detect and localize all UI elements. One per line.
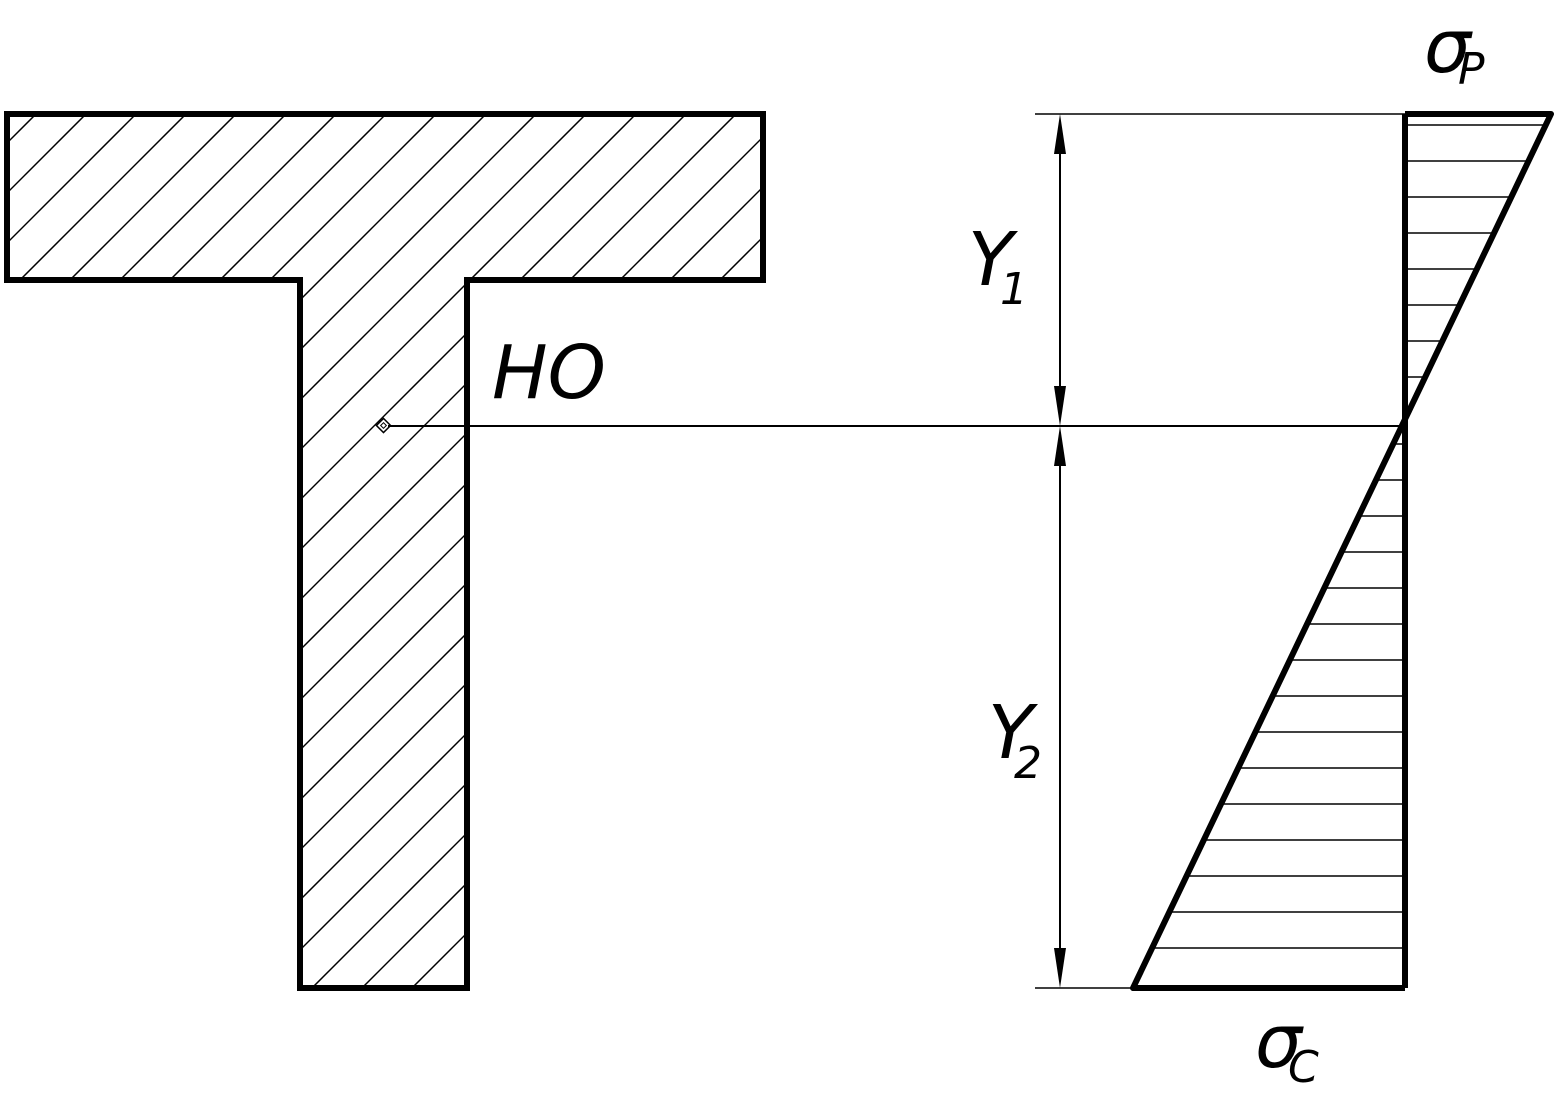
hatch-line xyxy=(7,114,763,988)
stress-distribution xyxy=(1130,111,1554,991)
y2-arrow-bottom xyxy=(1054,948,1066,988)
hatch-line xyxy=(699,114,763,988)
y1-subscript: 1 xyxy=(1000,264,1028,315)
hatch-line xyxy=(7,114,201,988)
hatch-line xyxy=(7,114,751,988)
hatch-line xyxy=(199,114,763,988)
y1-label: Y xyxy=(968,217,1019,303)
hatch-line xyxy=(7,114,763,988)
t-section-outline xyxy=(4,111,766,991)
hatch-line xyxy=(7,114,763,988)
hatch-line xyxy=(7,114,401,988)
hatch-line xyxy=(349,114,763,988)
y1-arrow-top xyxy=(1054,114,1066,154)
hatch-line xyxy=(599,114,763,988)
neutral-axis-label: НО xyxy=(492,330,606,416)
hatch-line xyxy=(649,114,763,988)
hatch-line xyxy=(850,0,1560,1100)
hatch-line xyxy=(7,114,763,988)
hatch-line xyxy=(549,114,763,988)
hatch-line xyxy=(7,114,651,988)
compression-zone-hatching xyxy=(1133,443,1405,949)
hatch-line xyxy=(7,114,763,988)
hatch-line xyxy=(800,0,1560,1100)
y2-subscript: 2 xyxy=(1014,738,1042,789)
sigma-p-label: σ xyxy=(1424,4,1473,90)
hatch-line xyxy=(7,114,551,988)
hatch-line xyxy=(399,114,763,988)
hatch-line xyxy=(7,114,301,988)
sigma-c-label: σ xyxy=(1255,999,1304,1085)
hatch-line xyxy=(99,114,763,988)
hatch-line xyxy=(7,114,501,988)
hatch-line xyxy=(7,114,151,988)
hatch-line xyxy=(900,0,1560,1100)
y2-label: Y xyxy=(988,690,1039,776)
hatch-line xyxy=(7,114,351,988)
hatch-line xyxy=(7,114,251,988)
hatch-line xyxy=(249,114,763,988)
hatch-line xyxy=(449,114,763,988)
sigma-p-subscript: P xyxy=(1458,44,1485,95)
hatch-line xyxy=(49,114,763,988)
stress-distribution-line xyxy=(1130,111,1554,991)
y1-arrow-bottom xyxy=(1054,386,1066,426)
hatch-line xyxy=(7,114,763,988)
hatch-line xyxy=(749,114,763,988)
sigma-c-subscript: C xyxy=(1288,1042,1319,1093)
hatch-line xyxy=(7,114,451,988)
hatch-line xyxy=(149,114,763,988)
centroid-marker xyxy=(375,417,392,434)
y2-arrow-top xyxy=(1054,426,1066,466)
hatch-line xyxy=(499,114,763,988)
